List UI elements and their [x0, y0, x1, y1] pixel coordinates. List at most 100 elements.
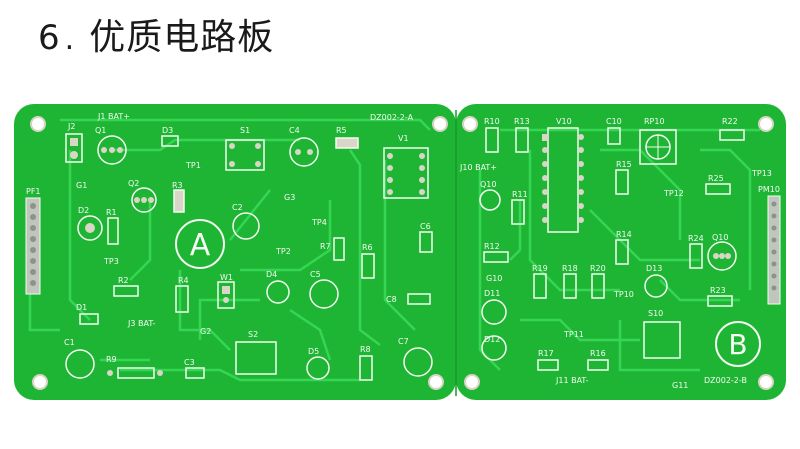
silk-s2: S2 — [248, 330, 258, 339]
mount-hole — [462, 116, 478, 132]
footprint-d12 — [481, 335, 507, 361]
silk-r24: R24 — [688, 234, 704, 243]
footprint-r5 — [335, 137, 359, 149]
header-pf1-pins — [30, 203, 36, 286]
silk-d2: D2 — [78, 206, 89, 215]
footprint-s1 — [225, 139, 265, 171]
silk-r19: R19 — [532, 264, 548, 273]
silk-tp12: TP12 — [663, 189, 684, 198]
silk-c4: C4 — [289, 126, 300, 135]
heading-dot: . — [64, 22, 76, 57]
silk-g10: G10 — [486, 274, 502, 283]
silk-j1: J1 BAT+ — [97, 112, 130, 121]
silk-tp13: TP13 — [751, 169, 772, 178]
silk-d12: D12 — [484, 335, 500, 344]
silk-tp11: TP11 — [563, 330, 584, 339]
board-b-logo-letter: B — [728, 328, 747, 361]
board-b-silkscreen: R10 R13 V10 C10 RP10 R22 J10 BAT+ R15 TP… — [459, 117, 780, 390]
heading-number: 6 — [38, 18, 61, 58]
silk-v1: V1 — [398, 134, 409, 143]
silk-v10: V10 — [556, 117, 572, 126]
silk-pm10: PM10 — [758, 185, 780, 194]
silk-tp2: TP2 — [275, 247, 291, 256]
silk-r11: R11 — [512, 190, 528, 199]
silk-r22: R22 — [722, 117, 738, 126]
footprint-d13 — [644, 274, 668, 298]
silk-c7: C7 — [398, 337, 409, 346]
footprint-r7 — [333, 237, 345, 261]
footprint-d2 — [77, 215, 103, 241]
silk-w1: W1 — [220, 273, 233, 282]
footprint-r25 — [705, 183, 731, 195]
board-a-silkscreen: J1 BAT+ J2 Q1 D3 S1 C4 R5 V1 TP1 R3 Q2 G… — [26, 112, 431, 367]
silk-d4: D4 — [266, 270, 277, 279]
footprint-c8 — [407, 293, 431, 305]
mount-hole — [432, 116, 448, 132]
footprint-r23 — [707, 295, 733, 307]
silk-d11: D11 — [484, 289, 500, 298]
footprint-r3 — [173, 189, 185, 213]
mount-hole — [428, 374, 444, 390]
footprint-r1 — [107, 217, 119, 245]
footprint-r15 — [615, 169, 629, 195]
silk-s1: S1 — [240, 126, 250, 135]
silk-r17: R17 — [538, 349, 554, 358]
footprint-r12 — [483, 251, 509, 263]
silk-r13: R13 — [514, 117, 530, 126]
footprint-s2 — [235, 341, 277, 375]
silk-r7: R7 — [320, 242, 331, 251]
silk-q1: Q1 — [95, 126, 106, 135]
footprint-c6 — [419, 231, 433, 253]
footprint-r22 — [719, 129, 745, 141]
footprint-d1 — [79, 313, 99, 325]
silk-r2: R2 — [118, 276, 129, 285]
footprint-c10 — [607, 127, 621, 145]
footprint-q10-a — [479, 189, 501, 211]
footprint-j2 — [65, 133, 83, 163]
mount-hole — [32, 374, 48, 390]
footprint-r2 — [113, 285, 139, 297]
silk-d1: D1 — [76, 303, 87, 312]
silk-c10: C10 — [606, 117, 622, 126]
silk-r9: R9 — [106, 355, 117, 364]
silk-g1: G1 — [76, 181, 87, 190]
mount-hole — [464, 374, 480, 390]
page-heading: 6.优质电路板 — [38, 8, 274, 60]
mount-hole — [758, 116, 774, 132]
silk-r25: R25 — [708, 174, 724, 183]
silk-r6: R6 — [362, 243, 373, 252]
silk-d13: D13 — [646, 264, 662, 273]
board-a-logo-letter: A — [190, 228, 211, 263]
header-pf1 — [25, 197, 41, 295]
mount-hole — [758, 374, 774, 390]
footprint-d3 — [161, 135, 179, 147]
board-b-traces — [478, 128, 760, 372]
silk-board-a-id: DZ002-2-A — [370, 113, 414, 122]
silk-g3: G3 — [284, 193, 295, 202]
footprint-r11 — [511, 199, 525, 225]
silk-rp10: RP10 — [644, 117, 665, 126]
footprint-r8 — [359, 355, 373, 381]
silk-r20: R20 — [590, 264, 606, 273]
pcb-board-a: A J1 — [14, 104, 456, 400]
footprint-r19 — [533, 273, 547, 299]
silk-q10-a: Q10 — [480, 180, 496, 189]
footprint-q2 — [131, 187, 157, 213]
silk-r14: R14 — [616, 230, 632, 239]
silk-j2: J2 — [67, 122, 75, 131]
silk-r3: R3 — [172, 181, 183, 190]
silk-j3: J3 BAT- — [127, 319, 155, 328]
silk-q10-b: Q10 — [712, 233, 728, 242]
footprint-rp10 — [639, 129, 677, 165]
footprint-r14 — [615, 239, 629, 265]
silk-r1: R1 — [106, 208, 117, 217]
footprint-c7 — [403, 347, 433, 377]
mount-hole — [30, 116, 46, 132]
silk-g11: G11 — [672, 381, 688, 390]
footprint-w1 — [217, 281, 235, 309]
footprint-r20 — [591, 273, 605, 299]
silk-r5: R5 — [336, 126, 347, 135]
pcb-board-b: B R10 R13 V10 C10 RP10 R22 J10 BAT+ R15 … — [455, 104, 786, 400]
silk-c2: C2 — [232, 203, 243, 212]
